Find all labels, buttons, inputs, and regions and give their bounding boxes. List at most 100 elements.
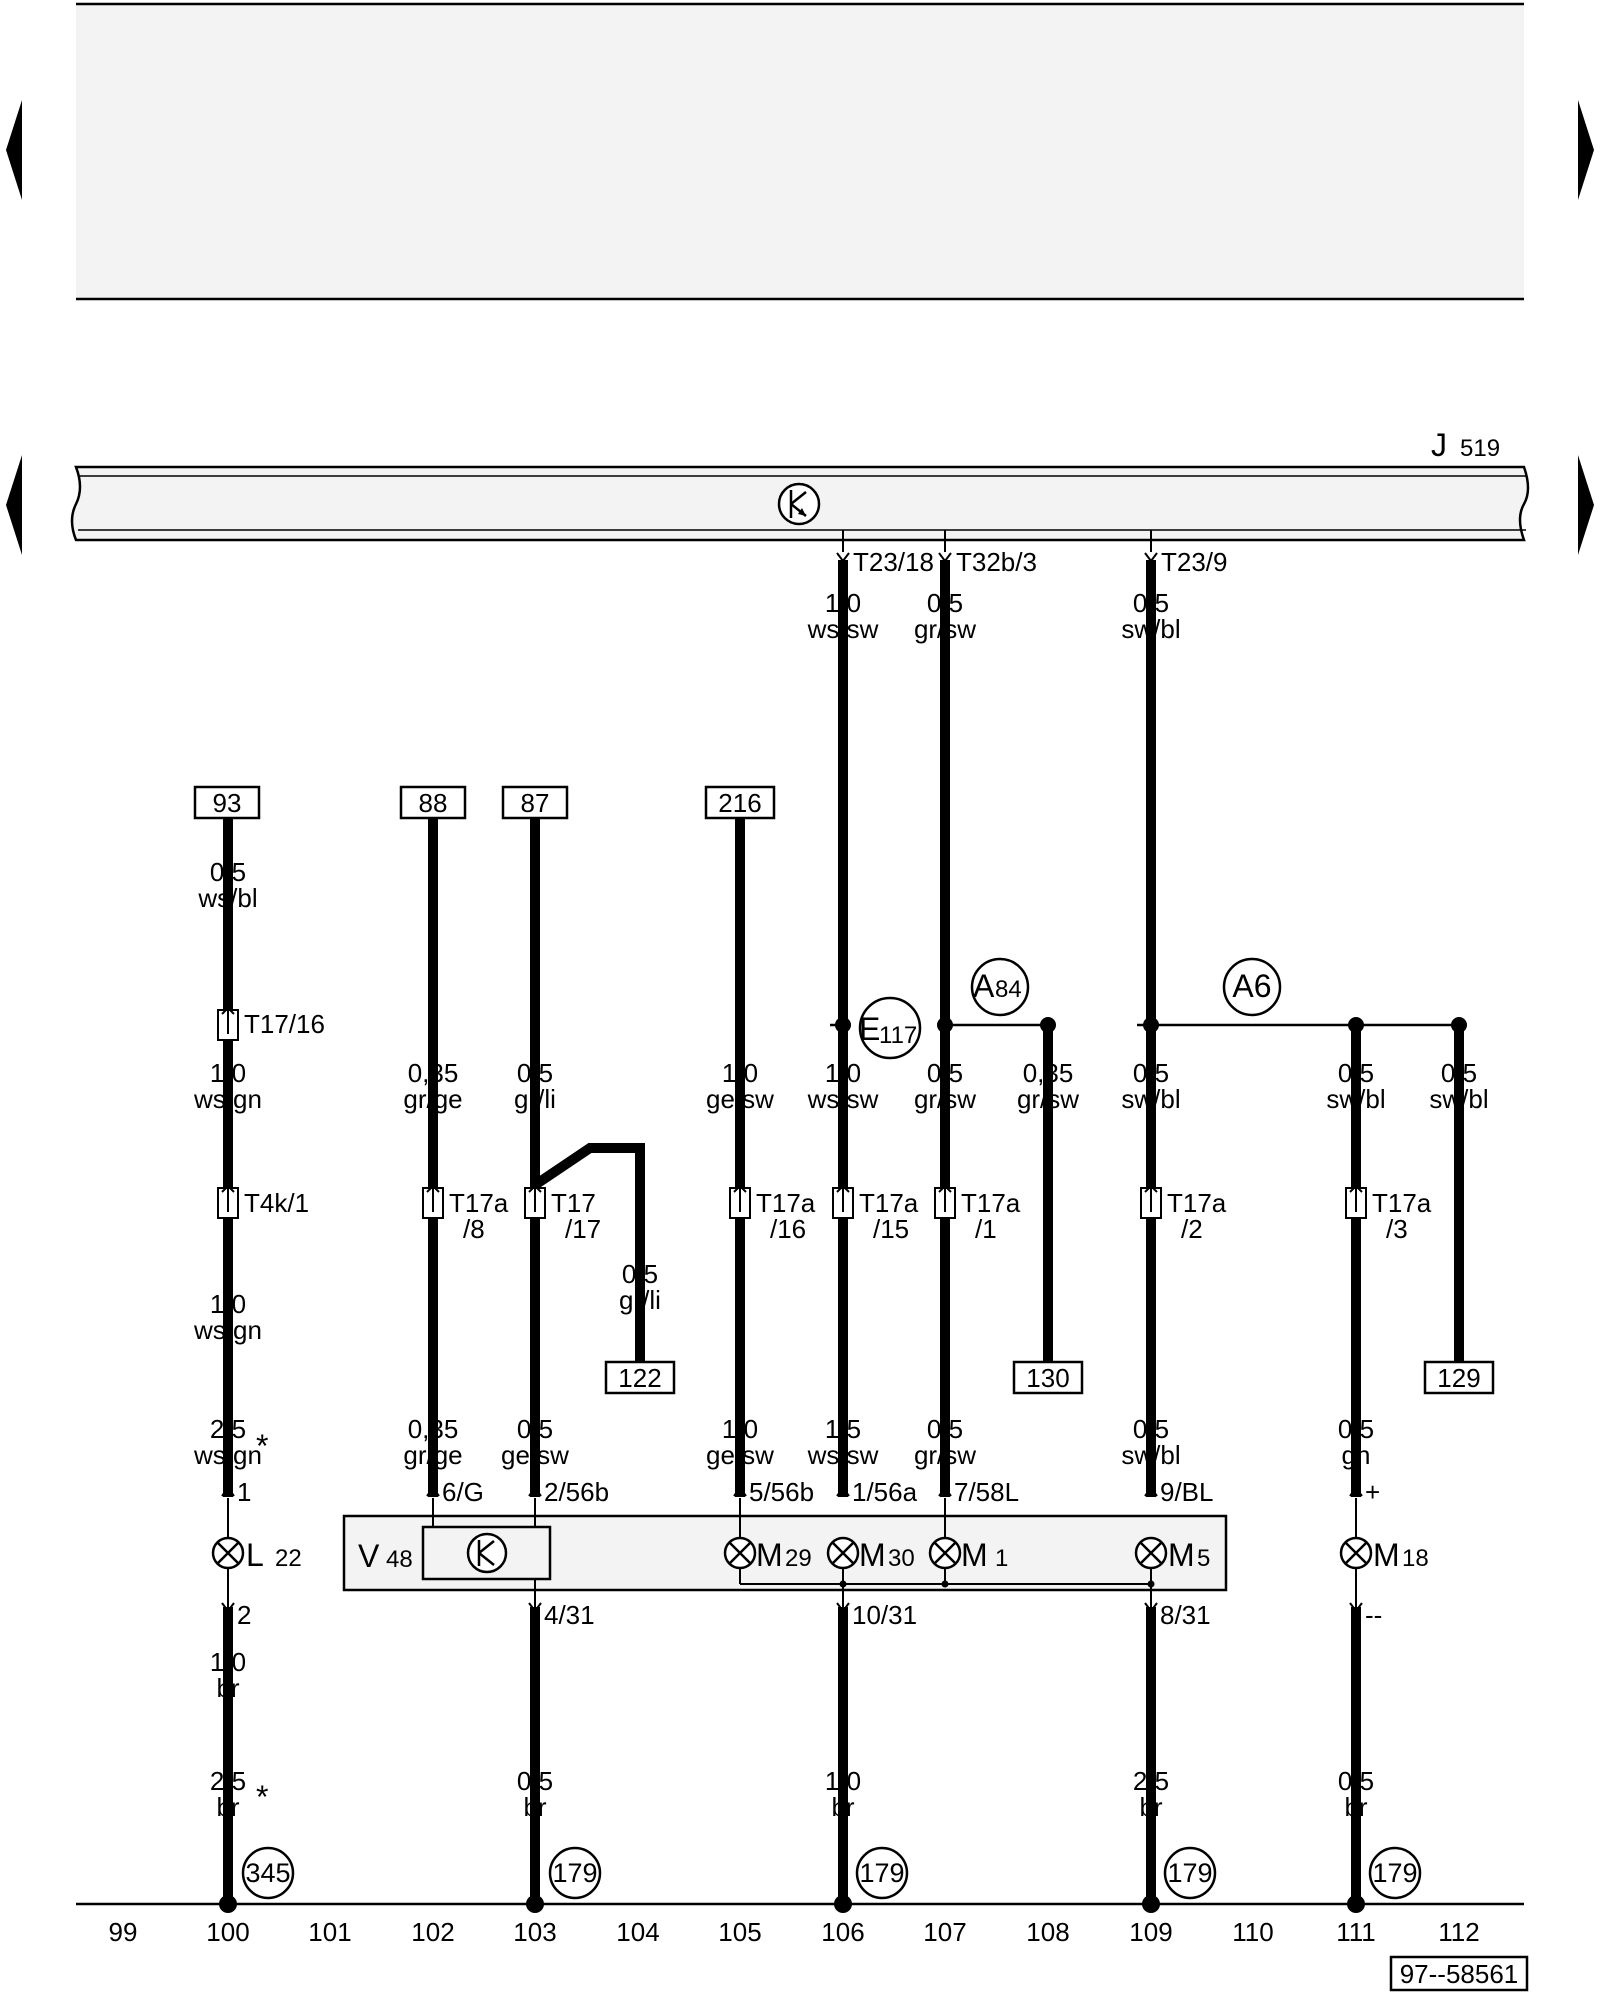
wire-label-size: 0,5 (1338, 1414, 1374, 1444)
ref-87: 87 (521, 788, 550, 818)
connector-label: T17a (859, 1188, 919, 1218)
ref-box-88[interactable] (399, 785, 467, 820)
wire-label-color: br (1344, 1792, 1367, 1822)
ground-point-circle[interactable] (855, 1846, 909, 1900)
junction-dot (839, 1580, 847, 1588)
ground-point-circle[interactable] (1163, 1846, 1217, 1900)
bulb-name: M (859, 1537, 886, 1573)
splice-dot (1040, 1017, 1056, 1033)
bulb-name: M (961, 1537, 988, 1573)
wire-label-size: 0,35 (1023, 1058, 1074, 1088)
connector-sublabel: /16 (770, 1214, 806, 1244)
wire-label-color: ge/sw (501, 1440, 569, 1470)
ref-box-130[interactable] (1012, 1360, 1084, 1395)
wire-label-size: 0,5 (927, 1058, 963, 1088)
connector-t4k-1: T4k/1 (217, 1184, 309, 1219)
control-unit-electronic-icon (777, 482, 821, 526)
hub-connector-1: T23/18 (853, 547, 934, 577)
ground-conn-e117-name: E (859, 1011, 880, 1047)
wire-label-upper-size: 0,5 (210, 857, 246, 887)
connector-t17a-15: T17a /15 (832, 1184, 919, 1244)
hub-pin-107-icon (938, 552, 952, 563)
scale-number: 104 (616, 1917, 659, 1947)
bulb-sub: 29 (785, 1545, 812, 1572)
ground-point-label: 179 (859, 1858, 904, 1888)
connector-label: T17a (449, 1188, 509, 1218)
junction-dot (1147, 1580, 1155, 1588)
connector-sublabel: /15 (873, 1214, 909, 1244)
wire-label-size: 0,5 (1338, 1766, 1374, 1796)
splice-a84-circle[interactable] (970, 957, 1030, 1017)
ground-point-circle[interactable] (1368, 1846, 1422, 1900)
wire-label-color: gr/ge (403, 1084, 462, 1114)
control-unit-name: J (1431, 427, 1447, 463)
ground-point-circle[interactable] (241, 1846, 295, 1900)
connector-t17-17: T17 /17 (524, 1184, 601, 1244)
bulb-sub: 5 (1197, 1545, 1210, 1572)
splice-dot (1451, 1017, 1467, 1033)
wire-label-size: 0,5 (927, 1414, 963, 1444)
bulb-m29: M 29 (723, 1536, 812, 1573)
ref-130: 130 (1026, 1363, 1069, 1393)
pin-label: 9/BL (1160, 1477, 1214, 1507)
wire-label-size: 1,5 (825, 1414, 861, 1444)
pins-bottom (221, 1602, 1363, 1613)
pins-top (221, 1486, 1363, 1497)
ref-box-87[interactable] (501, 785, 569, 820)
drawing-number-box (1389, 1955, 1529, 1992)
wire-label-size: 2,5 (210, 1766, 246, 1796)
pin-label: -- (1365, 1600, 1382, 1630)
hub-connector-2: T32b/3 (956, 547, 1037, 577)
splice-a84-name: A (973, 968, 995, 1004)
ref-box-129[interactable] (1423, 1360, 1495, 1395)
scale-number: 100 (206, 1917, 249, 1947)
connector-t17a-8: T17a /8 (422, 1184, 509, 1244)
ref-box-93[interactable] (193, 785, 261, 820)
splice-a6-circle[interactable] (1222, 957, 1282, 1017)
ground-point-circle[interactable] (548, 1846, 602, 1900)
hub-pin-106-icon (836, 552, 850, 563)
wire-label-color: sw/bl (1121, 1440, 1180, 1470)
wire-label-size: 0,5 (1338, 1058, 1374, 1088)
wire-label-color: br (216, 1673, 239, 1703)
control-unit-sub: 519 (1460, 435, 1500, 462)
ref-box-216[interactable] (704, 785, 776, 820)
wires (223, 560, 1464, 1910)
wire-label-color: br (831, 1792, 854, 1822)
pin-label: 5/56b (749, 1477, 814, 1507)
pin-label: 1/56a (852, 1477, 918, 1507)
wire-label-color: gr/sw (1017, 1084, 1079, 1114)
module-v48-sub: 48 (386, 1546, 413, 1573)
connector-t17a-1: T17a /1 (934, 1184, 1021, 1244)
wire-label-color: gr/ge (403, 1440, 462, 1470)
hub-pin-109-icon (1144, 552, 1158, 563)
wire-label-size: 0,5 (517, 1414, 553, 1444)
scale: 99 100 101 102 103 104 105 106 107 108 1… (109, 1917, 1480, 1947)
connector-label: T17a (756, 1188, 816, 1218)
nav-arrow-right-bar[interactable] (1578, 455, 1594, 555)
ground-point-label: 179 (1372, 1858, 1417, 1888)
nav-arrow-left-bar[interactable] (6, 455, 22, 555)
ref-88: 88 (419, 788, 448, 818)
wire-label-color: sw/bl (1429, 1084, 1488, 1114)
wire-label-size: 1,0 (722, 1058, 758, 1088)
wire-label-size: 1,0 (825, 1766, 861, 1796)
ground-conn-e117-circle[interactable] (858, 996, 922, 1060)
wire-label-size: 1,0 (722, 1414, 758, 1444)
wire-label-color: ws/gn (193, 1315, 262, 1345)
bulb-m18: M 18 (1339, 1498, 1429, 1607)
nav-arrow-left-top[interactable] (6, 100, 22, 200)
wire-label-size: 0,5 (1133, 1058, 1169, 1088)
wire-label-color: sw/bl (1121, 1084, 1180, 1114)
connector-label: T17a (961, 1188, 1021, 1218)
wire-label-color: ws/gn (193, 1084, 262, 1114)
nav-arrow-right-top[interactable] (1578, 100, 1594, 200)
scale-number: 107 (923, 1917, 966, 1947)
wire-label-size: 1,0 (210, 1058, 246, 1088)
junction-dot (941, 1580, 949, 1588)
wire-label-color: br (1139, 1792, 1162, 1822)
wire-label-size: 0,5 (517, 1058, 553, 1088)
scale-number: 108 (1026, 1917, 1069, 1947)
ref-box-122[interactable] (604, 1360, 676, 1395)
